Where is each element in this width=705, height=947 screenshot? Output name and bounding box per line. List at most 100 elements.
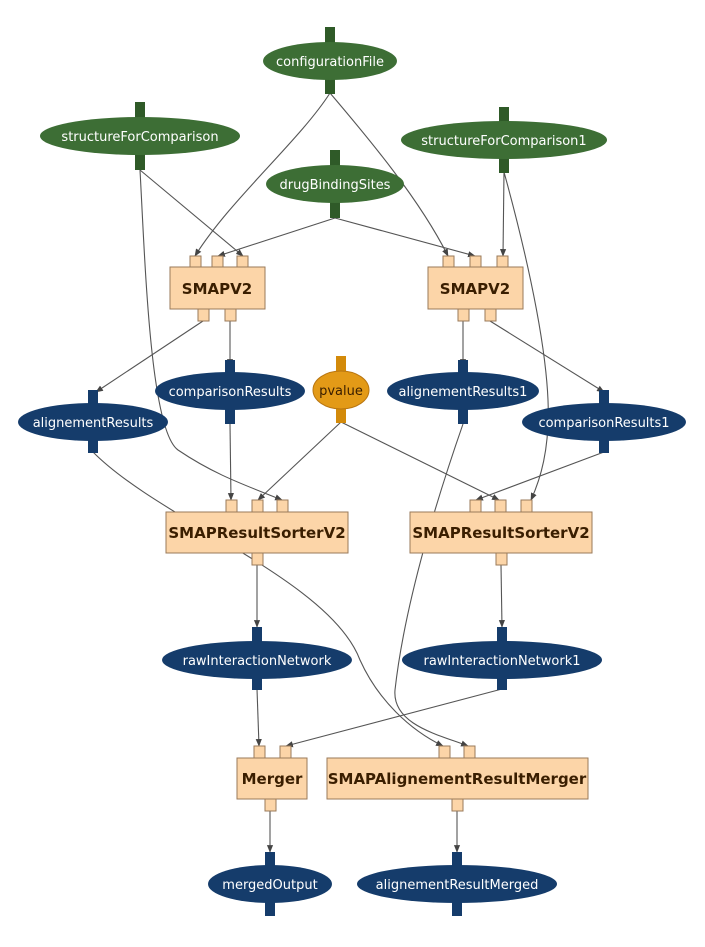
input-port	[88, 390, 98, 405]
input-node-structureForComparison: structureForComparison	[40, 102, 240, 170]
output-node-comparisonResults: comparisonResults	[155, 360, 305, 424]
input-port	[452, 852, 462, 867]
output-ellipse	[402, 641, 602, 679]
in-port	[463, 745, 476, 759]
processor-box	[169, 266, 266, 310]
processor-label-sorter-left: SMAPResultSorterV2	[168, 524, 345, 542]
output-port	[252, 675, 262, 690]
output-ellipse	[208, 865, 332, 903]
parameter-ellipse	[312, 370, 370, 410]
edge-rawInteractionNetwork1-to-merger	[285, 688, 503, 748]
processor-sorter-right: SMAPResultSorterV2	[409, 499, 593, 566]
input-port	[252, 627, 262, 642]
input-label-structureForComparison: structureForComparison	[61, 130, 218, 145]
output-ellipse	[387, 372, 539, 410]
input-ellipse	[266, 165, 404, 203]
input-port	[336, 356, 346, 374]
in-port	[211, 255, 224, 268]
edge-config-to-smapv2-right	[329, 92, 449, 257]
input-label-configurationFile: configurationFile	[276, 55, 384, 70]
output-node-alignementResultMerged: alignementResultMerged	[357, 852, 557, 916]
input-port	[497, 627, 507, 642]
in-port	[253, 745, 266, 759]
edges	[92, 92, 605, 853]
out-port	[484, 308, 497, 322]
input-ellipse	[40, 117, 240, 155]
input-node-configurationFile: configurationFile	[263, 27, 397, 94]
processor-smapv2-left: SMAPV2	[169, 255, 266, 322]
in-port	[494, 499, 507, 513]
in-port	[236, 255, 249, 268]
processor-box	[427, 266, 524, 310]
input-port	[135, 102, 145, 120]
output-ellipse	[18, 403, 168, 441]
out-port	[457, 308, 470, 322]
parameter-label-pvalue: pvalue	[319, 384, 363, 399]
processor-box	[326, 757, 589, 800]
output-port	[599, 437, 609, 453]
out-port	[251, 552, 264, 566]
output-node-rawInteractionNetwork1: rawInteractionNetwork1	[402, 627, 602, 690]
processor-label-sorter-right: SMAPResultSorterV2	[412, 524, 589, 542]
edge-comparisonResults-to-sorter-left	[227, 423, 234, 501]
output-port	[325, 78, 335, 94]
input-port	[225, 360, 235, 375]
edge-smapv2-left-to-alignementResults	[95, 320, 204, 393]
in-port	[225, 499, 238, 513]
processor-sorter-left: SMAPResultSorterV2	[165, 499, 349, 566]
output-label-alignementResults1: alignementResults1	[399, 385, 528, 400]
processor-box	[165, 511, 349, 554]
processor-merger: Merger	[236, 745, 308, 812]
out-port	[264, 798, 277, 812]
input-node-structureForComparison1: structureForComparison1	[401, 107, 607, 173]
output-ellipse	[357, 865, 557, 903]
input-port	[330, 150, 340, 168]
output-port	[265, 900, 275, 916]
edge-config-to-smapv2-left	[194, 92, 331, 257]
output-label-alignementResults: alignementResults	[33, 416, 154, 431]
edge-rawInteractionNetwork-to-merger	[255, 688, 262, 747]
output-port	[497, 675, 507, 690]
parameter-node-pvalue: pvalue	[312, 356, 370, 423]
in-port	[189, 255, 202, 268]
output-port	[225, 408, 235, 424]
in-port	[276, 499, 289, 513]
output-label-mergedOutput: mergedOutput	[222, 878, 317, 893]
edge-alignementResults1-to-alignmerger	[394, 423, 469, 747]
output-port	[336, 406, 346, 423]
input-port	[458, 360, 468, 375]
edge-pvalue-to-sorter-right	[340, 421, 500, 501]
edge-drug-to-smapv2-right	[334, 217, 476, 258]
output-node-alignementResults1: alignementResults1	[387, 360, 539, 424]
edge-smapv2-right-to-comparisonResults1	[489, 320, 605, 393]
output-label-comparisonResults1: comparisonResults1	[538, 416, 669, 431]
processor-box	[236, 757, 308, 800]
out-port	[224, 308, 237, 322]
out-port	[451, 798, 464, 812]
output-ellipse	[155, 372, 305, 410]
output-port	[88, 437, 98, 453]
output-port	[330, 201, 340, 218]
in-port	[438, 745, 451, 759]
in-port	[251, 499, 264, 513]
edge-structure1-to-sorter-right	[503, 171, 549, 501]
output-label-comparisonResults: comparisonResults	[169, 385, 292, 400]
edge-sorter-right-to-rawInteractionNetwork1	[498, 564, 505, 628]
input-ellipse	[401, 121, 607, 159]
in-port	[469, 499, 482, 513]
input-port	[599, 390, 609, 405]
output-port	[458, 408, 468, 424]
out-port	[197, 308, 210, 322]
processor-label-merger: Merger	[242, 770, 303, 788]
processor-label-smapv2-right: SMAPV2	[440, 280, 510, 298]
processor-smapv2-right: SMAPV2	[427, 255, 524, 322]
edge-alignementResults-to-alignmerger	[92, 451, 444, 747]
in-port	[520, 499, 533, 513]
edge-drug-to-smapv2-left	[217, 217, 336, 257]
processor-alignement-result-merger: SMAPAlignementResultMerger	[326, 745, 589, 812]
edge-comparisonResults1-to-sorter-right	[475, 451, 605, 501]
in-port	[442, 255, 455, 268]
output-ellipse	[162, 641, 352, 679]
input-port	[325, 27, 335, 45]
